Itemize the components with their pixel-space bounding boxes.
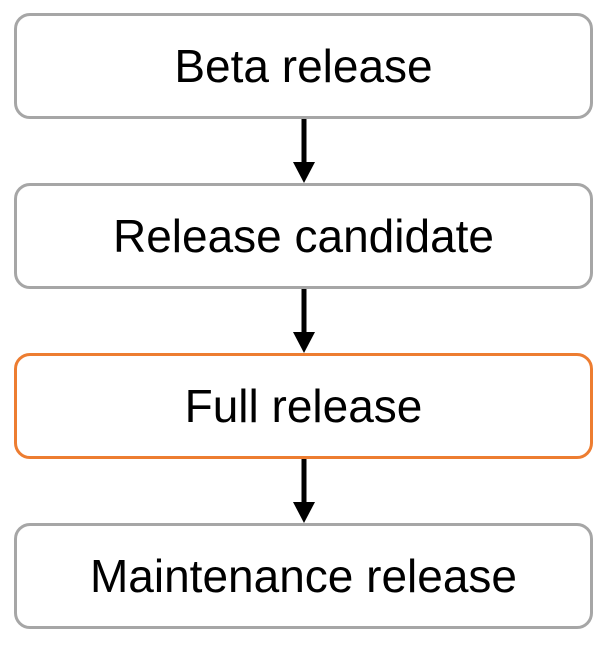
arrow-down-1 [292,119,316,183]
node-beta-release: Beta release [14,13,593,119]
node-beta-release-label: Beta release [174,40,433,92]
node-maintenance-release: Maintenance release [14,523,593,629]
arrow-down-2 [292,289,316,353]
node-release-candidate-label: Release candidate [112,210,495,262]
arrow-down-3 [292,459,316,523]
node-full-release: Full release [14,353,593,459]
node-release-candidate: Release candidate [14,183,593,289]
node-maintenance-release-label: Maintenance release [89,550,518,602]
node-full-release-label: Full release [184,380,423,432]
